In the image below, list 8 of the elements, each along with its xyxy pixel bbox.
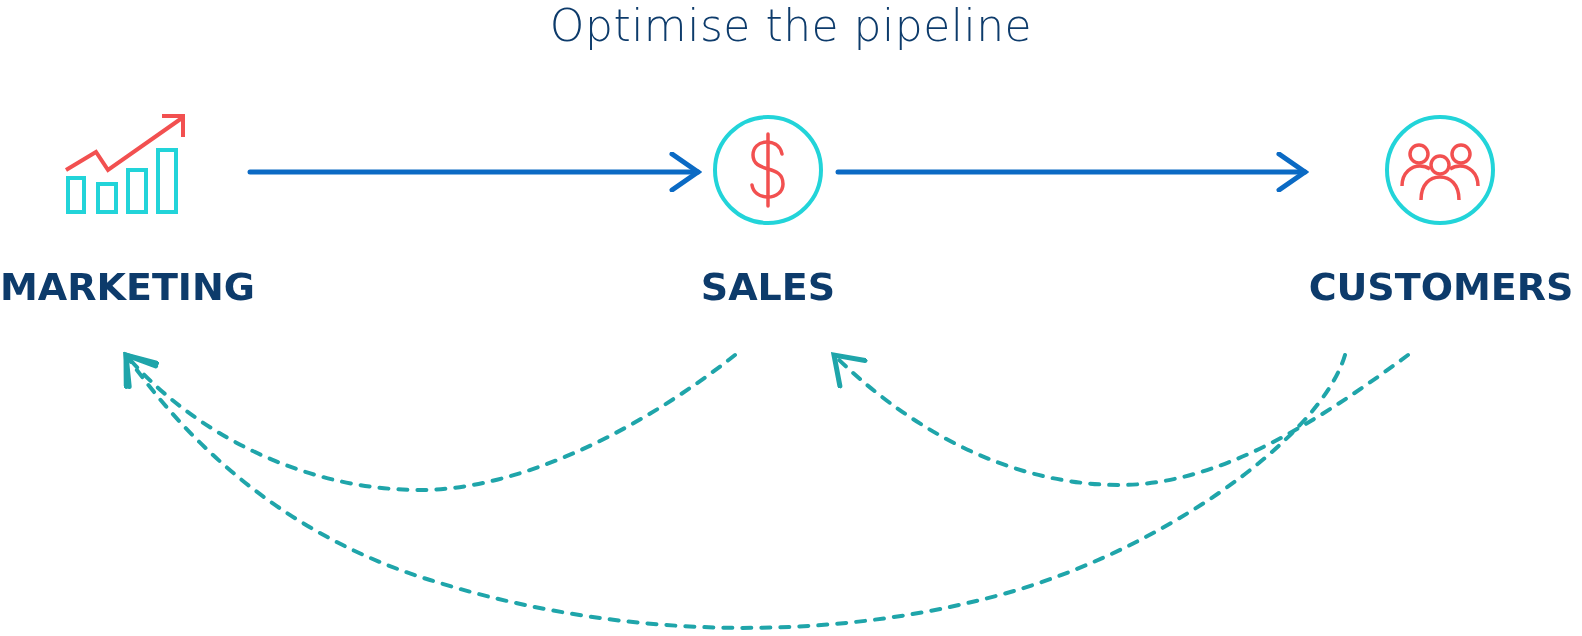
node-label: SALES bbox=[700, 265, 836, 309]
dashed-arrow bbox=[831, 352, 1410, 487]
node-label: CUSTOMERS bbox=[1308, 265, 1574, 309]
dashed-arrow bbox=[123, 352, 1347, 630]
node-label: MARKETING bbox=[0, 265, 255, 309]
diagram-title: Optimise the pipeline bbox=[549, 0, 1033, 51]
arrow bbox=[835, 151, 1308, 193]
arrow bbox=[247, 151, 701, 193]
